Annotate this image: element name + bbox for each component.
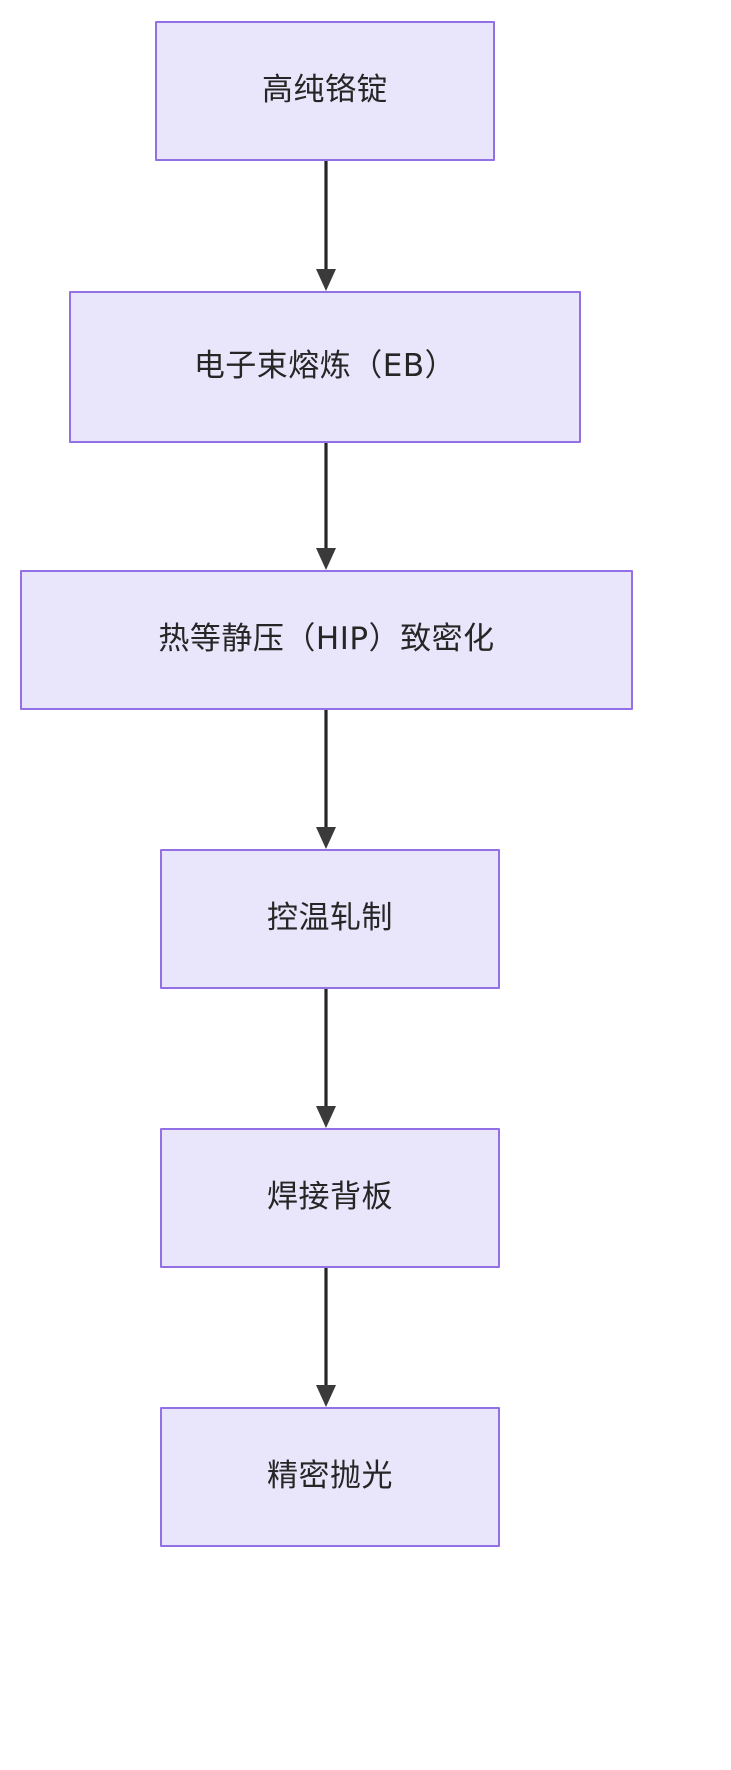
node-label: 电子束熔炼（EB） bbox=[193, 348, 457, 385]
flowchart-node-n1[interactable]: 高纯铬锭 bbox=[155, 21, 495, 161]
node-label: 焊接背板 bbox=[267, 1179, 393, 1216]
flowchart-node-n5[interactable]: 焊接背板 bbox=[160, 1128, 500, 1268]
node-label: 精密抛光 bbox=[267, 1458, 393, 1495]
flowchart-node-n6[interactable]: 精密抛光 bbox=[160, 1407, 500, 1547]
flowchart-node-n3[interactable]: 热等静压（HIP）致密化 bbox=[20, 570, 633, 710]
edge-arrowhead-icon-e2 bbox=[316, 548, 336, 570]
node-label: 热等静压（HIP）致密化 bbox=[158, 621, 495, 658]
node-label: 高纯铬锭 bbox=[262, 72, 388, 109]
edge-arrowhead-icon-e3 bbox=[316, 827, 336, 849]
node-label: 控温轧制 bbox=[267, 900, 393, 937]
edge-arrowhead-icon-e4 bbox=[316, 1106, 336, 1128]
flowchart-node-n4[interactable]: 控温轧制 bbox=[160, 849, 500, 989]
flowchart-node-n2[interactable]: 电子束熔炼（EB） bbox=[69, 291, 581, 443]
edge-arrowhead-icon-e5 bbox=[316, 1385, 336, 1407]
edge-arrowhead-icon-e1 bbox=[316, 269, 336, 291]
